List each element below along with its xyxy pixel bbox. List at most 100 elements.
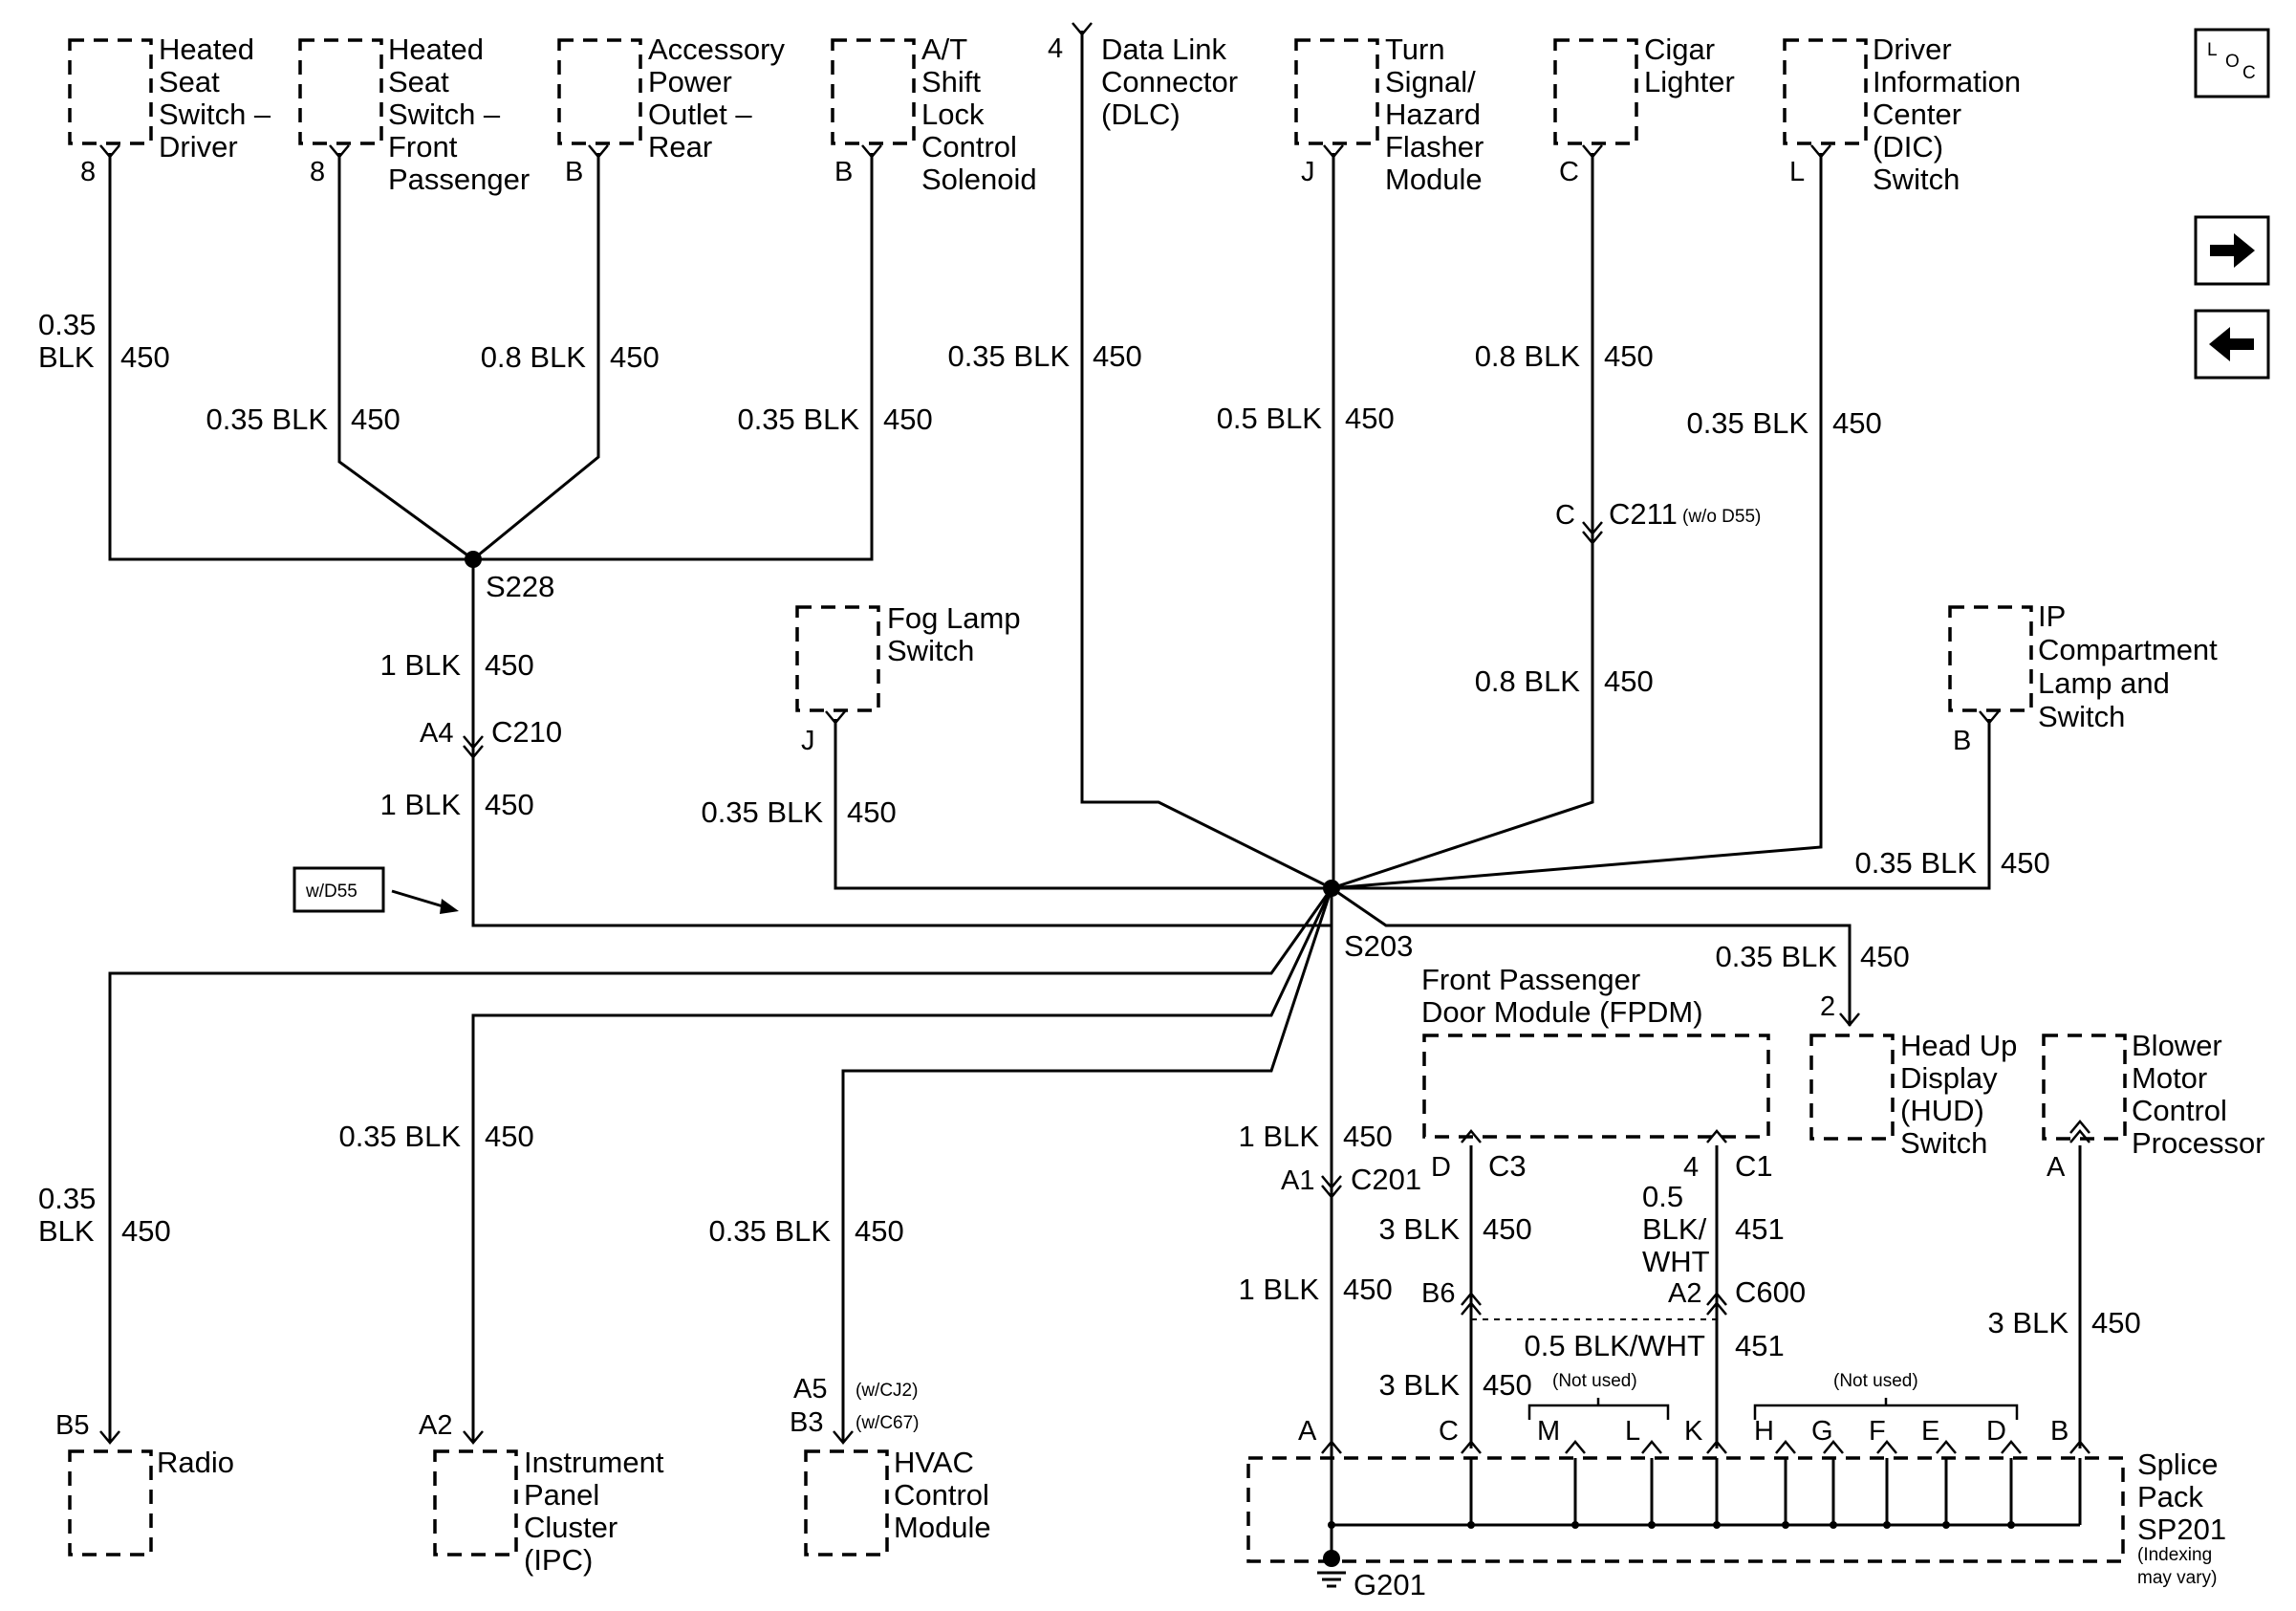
wire-turn-size: 0.5 BLK xyxy=(1217,402,1323,435)
pin-radio: B5 xyxy=(55,1410,89,1441)
c210-label: C210 xyxy=(491,715,562,749)
heated-seat-driver-label-1: Heated xyxy=(159,33,254,66)
splice-pack-label-3: SP201 xyxy=(2137,1513,2226,1546)
wire-ipc-circuit: 450 xyxy=(485,1120,534,1153)
wire-radio-color: BLK xyxy=(38,1214,95,1248)
wire-at-shift-circuit: 450 xyxy=(883,403,933,436)
wire-c600-c-size: 3 BLK xyxy=(1379,1368,1461,1402)
dic-label-4: (DIC) xyxy=(1873,130,1943,163)
wire-fpdm-c1-color-1: BLK/ xyxy=(1642,1212,1707,1246)
wire-fpdm-c3-size: 3 BLK xyxy=(1379,1212,1461,1246)
pin-turn: J xyxy=(1301,157,1315,187)
c201-pin: A1 xyxy=(1281,1165,1314,1196)
dlc-label-1: Data Link xyxy=(1101,33,1226,66)
fpdm-label-2: Door Module (FPDM) xyxy=(1421,995,1703,1029)
wire-hs-pass-circuit: 450 xyxy=(351,403,401,436)
dic-label-1: Driver xyxy=(1873,33,1952,66)
wire-hvac-size: 0.35 BLK xyxy=(708,1214,831,1248)
ipc-label-2: Panel xyxy=(524,1478,599,1512)
heated-seat-pass-label-2: Seat xyxy=(388,65,449,98)
wire-dlc-size: 0.35 BLK xyxy=(947,339,1070,373)
wire-cigar-upper-size: 0.8 BLK xyxy=(1475,339,1581,373)
heated-seat-pass-label-1: Heated xyxy=(388,33,484,66)
wire-ip-size: 0.35 BLK xyxy=(1854,846,1977,880)
heated-seat-pass-label-5: Passenger xyxy=(388,163,530,196)
right-arrow-icon xyxy=(2210,233,2255,268)
next-page-button[interactable] xyxy=(2194,215,2270,286)
prev-page-button[interactable] xyxy=(2194,309,2270,380)
wire-fog xyxy=(834,719,1332,890)
wire-ip-circuit: 450 xyxy=(2001,846,2050,880)
loc-letter-l: L xyxy=(2207,40,2218,60)
wire-at-shift xyxy=(473,153,874,561)
pin-sp-h: H xyxy=(1754,1416,1774,1447)
wire-hud xyxy=(1331,886,1852,1026)
pin-sp-l: L xyxy=(1625,1416,1640,1447)
wire-blower-size: 3 BLK xyxy=(1988,1306,2069,1339)
hud-switch: Head Up Display (HUD) Switch xyxy=(1809,1029,2017,1160)
heated-seat-pass-label-4: Front xyxy=(388,130,458,163)
wire-c600-k-size: 0.5 BLK/WHT xyxy=(1525,1329,1706,1362)
wire-ipc-size: 0.35 BLK xyxy=(338,1120,461,1153)
c600-a2: A2 xyxy=(1668,1278,1701,1309)
wire-hs-driver-circuit: 450 xyxy=(120,340,170,374)
wire-s228-upper-circuit: 450 xyxy=(485,648,534,682)
splice-pack-sp201: Splice Pack SP201 (Indexing may vary) xyxy=(1246,1448,2226,1588)
wire-dic-circuit: 450 xyxy=(1832,406,1882,440)
blower-label-4: Processor xyxy=(2132,1126,2265,1160)
pin-fog: J xyxy=(801,726,815,756)
wire-labels: 0.35 BLK 450 0.35 BLK 450 0.8 BLK 450 0.… xyxy=(38,308,2141,1402)
wire-ground-lower-size: 1 BLK xyxy=(1239,1273,1320,1306)
wire-cigar xyxy=(1331,153,1594,890)
wire-c600-c-circuit: 450 xyxy=(1483,1368,1532,1402)
accessory-label-2: Power xyxy=(648,65,732,98)
c211-note: (w/o D55) xyxy=(1682,507,1761,527)
pin-fpdm-d: D xyxy=(1431,1152,1451,1183)
wire-fpdm-c1-size: 0.5 xyxy=(1642,1180,1683,1213)
pin-sp-c: C xyxy=(1439,1416,1459,1447)
ip-label-4: Switch xyxy=(2038,700,2125,733)
wire-cigar-lower-size: 0.8 BLK xyxy=(1475,664,1581,698)
fog-lamp-switch: Fog Lamp Switch xyxy=(795,601,1021,712)
pin-ip: B xyxy=(1953,726,1971,756)
turn-label-4: Flasher xyxy=(1385,130,1484,163)
pin-labels: 8 8 B B 4 J C L J B 2 A D 4 B5 A2 A5 B3 … xyxy=(55,33,2069,1447)
hud-label-1: Head Up xyxy=(1900,1029,2017,1062)
connector-labels: C C211 (w/o D55) A4 C210 A1 C201 C3 C1 B… xyxy=(420,497,1918,1601)
wire-ipc xyxy=(471,887,1333,1442)
loc-letter-o: O xyxy=(2225,52,2240,72)
wire-accessory-size: 0.8 BLK xyxy=(481,340,587,374)
not-used-brace-1 xyxy=(1527,1398,1670,1420)
fpdm-module: Front Passenger Door Module (FPDM) xyxy=(1421,963,1770,1139)
g201-label: G201 xyxy=(1354,1568,1426,1601)
dlc-label-2: Connector xyxy=(1101,65,1238,98)
at-shift-label-1: A/T xyxy=(921,33,967,66)
wire-radio-size: 0.35 xyxy=(38,1182,96,1215)
c201-label: C201 xyxy=(1351,1163,1421,1196)
at-shift-lock-solenoid: A/T Shift Lock Control Solenoid xyxy=(831,33,1037,196)
wire-hud-size: 0.35 BLK xyxy=(1715,940,1837,973)
wire-radio xyxy=(108,887,1333,1442)
pin-blower: A xyxy=(2047,1152,2066,1183)
c211-pin: C xyxy=(1555,500,1575,531)
ground-symbol xyxy=(1317,1571,1346,1588)
at-shift-label-2: Shift xyxy=(921,65,981,98)
splice-pack-pins xyxy=(1328,1458,2082,1529)
loc-button[interactable]: L O C xyxy=(2194,28,2270,98)
c1-label: C1 xyxy=(1735,1149,1773,1183)
wire-hs-driver-color: BLK xyxy=(38,340,95,374)
hud-label-4: Switch xyxy=(1900,1126,1987,1160)
turn-signal-flasher-module: Turn Signal/ Hazard Flasher Module xyxy=(1294,33,1484,196)
splice-pack-label-1: Splice xyxy=(2137,1448,2218,1481)
fpdm-label-1: Front Passenger xyxy=(1421,963,1640,996)
wire-hud-circuit: 450 xyxy=(1860,940,1910,973)
wire-blower-circuit: 450 xyxy=(2091,1306,2141,1339)
blower-label-2: Motor xyxy=(2132,1061,2207,1095)
hvac-note-2: (w/C67) xyxy=(856,1413,920,1433)
wire-s228-upper-size: 1 BLK xyxy=(380,648,462,682)
pin-hvac-a5: A5 xyxy=(793,1374,827,1404)
pin-hvac-b3: B3 xyxy=(790,1407,823,1438)
wire-dic-size: 0.35 BLK xyxy=(1686,406,1809,440)
splice-s228 xyxy=(465,551,482,568)
wire-dlc-circuit: 450 xyxy=(1093,339,1142,373)
